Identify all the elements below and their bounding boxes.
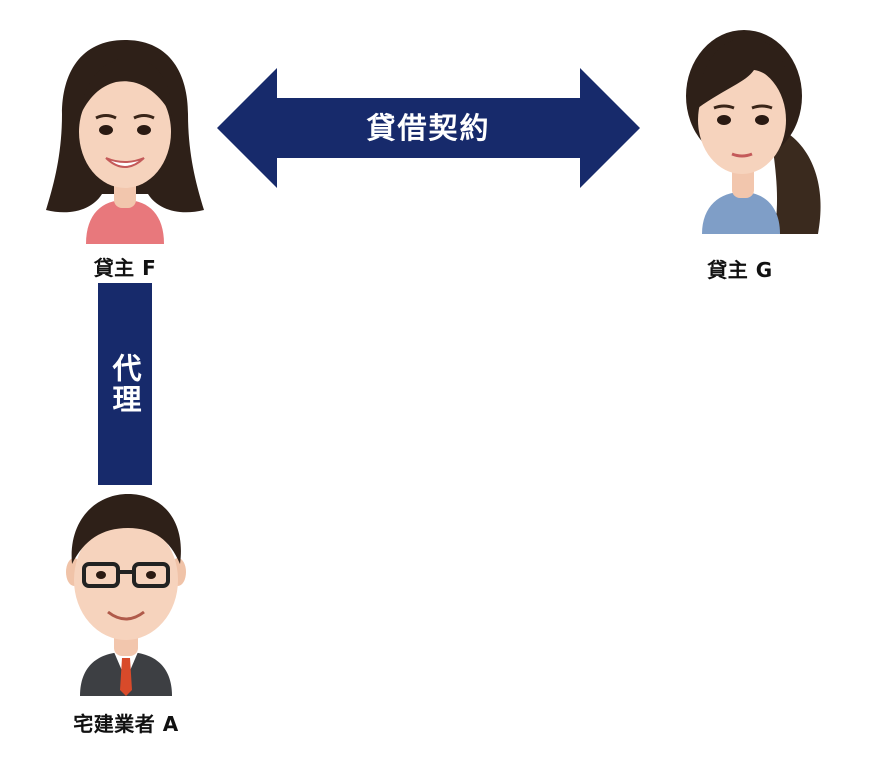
agency-bar: 代理 — [98, 283, 152, 485]
agent-a-caption: 宅建業者 A — [73, 712, 179, 736]
lease-contract-label: 貸借契約 — [366, 111, 491, 145]
lender-f-avatar — [40, 34, 210, 244]
agency-label: 代理 — [108, 353, 142, 415]
lender-g-avatar — [676, 22, 836, 238]
woman-avatar-icon — [46, 40, 204, 244]
agent-a-avatar — [58, 490, 194, 696]
lender-g-caption: 貸主 G — [707, 258, 773, 282]
woman-ponytail-avatar-icon — [686, 30, 821, 234]
double-arrow-icon — [217, 68, 640, 188]
lender-f-caption: 貸主 F — [93, 256, 157, 280]
businessman-avatar-icon — [66, 494, 186, 696]
lease-contract-arrow: 貸借契約 — [217, 68, 640, 188]
